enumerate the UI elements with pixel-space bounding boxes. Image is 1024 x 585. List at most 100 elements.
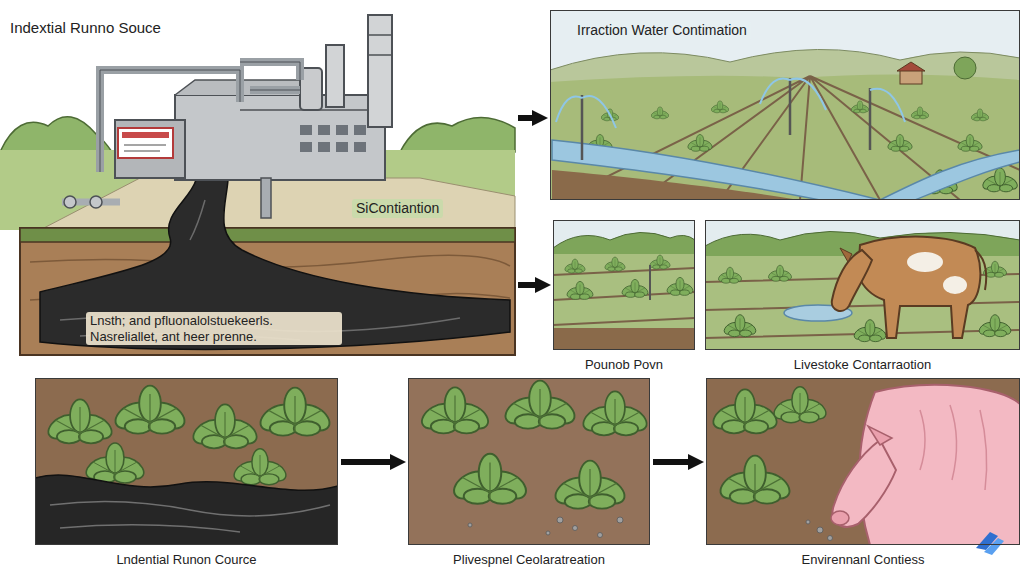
- factory-scene-part-part: [318, 142, 330, 152]
- irrigation-scene-part: [900, 70, 922, 84]
- pig-scene-part: [716, 456, 794, 504]
- illustration-panel: Pounob Povn: [553, 220, 695, 350]
- irrigation-scene-part: [552, 170, 800, 200]
- factory-scene-part: [261, 178, 271, 218]
- pig-scene-part: [709, 389, 780, 433]
- logo-mark: [976, 532, 1004, 555]
- livestock-scene-part: [840, 248, 852, 262]
- factory-scene-part-part: [354, 142, 366, 152]
- irrigation-scene-part-part: [970, 109, 989, 121]
- livestock-scene-part: [705, 220, 1020, 350]
- field-scene-part: [620, 279, 649, 297]
- illustration-panel: Irraction Water Contimation: [550, 10, 1020, 200]
- factory-scene-part-part: [300, 142, 312, 152]
- field-scene-part: [553, 220, 695, 350]
- panel-caption: Plivespnel Ceolaratreation: [409, 552, 649, 568]
- panel-caption: Pounob Povn: [554, 357, 694, 373]
- irrigation-scene-part: [552, 140, 880, 200]
- plant-scene-part-part: [598, 533, 603, 538]
- factory-scene-part: [64, 196, 76, 208]
- pig-scene-part: [771, 387, 829, 423]
- livestock-scene-part: [832, 250, 872, 311]
- soil-scene-part: [35, 475, 338, 545]
- factory-scene-part: [100, 62, 300, 172]
- plant-scene-part-part: [546, 531, 550, 535]
- field-scene: [553, 220, 695, 350]
- pig-scene-part: [831, 511, 849, 525]
- field-scene-part: [565, 281, 594, 299]
- factory-scene-part: [368, 15, 392, 127]
- factory-scene-part: [100, 62, 300, 172]
- factory-scene-part: [400, 117, 515, 152]
- irrigation-scene-part: [954, 57, 976, 79]
- logo-mark-part: [984, 538, 1004, 555]
- livestock-scene-part: [858, 237, 980, 338]
- field-scene-part: [604, 257, 627, 271]
- plant-scene-part: [408, 378, 650, 545]
- field-scene-part: [553, 254, 695, 350]
- irrigation-scene-part-part: [910, 107, 929, 119]
- factory-scene-part-part: [336, 142, 348, 152]
- irrigation-scene-part-part: [956, 134, 983, 151]
- irrigation-scene-part: [556, 78, 905, 128]
- livestock-scene-part: [907, 252, 943, 272]
- plant-scene-part-part: [573, 526, 578, 531]
- soil-scene-part: [256, 388, 334, 436]
- irrigation-scene-part: [880, 150, 1020, 200]
- factory-scene-part: [124, 145, 166, 151]
- factory-scene-part: [40, 180, 510, 349]
- source-panel: Indextial Runno SouceSiContiantionLnsth;…: [0, 0, 515, 355]
- factory-scene-part-part: [318, 125, 330, 135]
- irrigation-scene: [550, 10, 1020, 200]
- livestock-scene-part: [943, 276, 967, 294]
- plant-scene-part: [551, 461, 629, 509]
- irrigation-scene-part: [897, 62, 925, 71]
- field-scene-part: [553, 232, 695, 256]
- pig-scene-part-part: [817, 527, 823, 533]
- factory-scene-part-part: [300, 125, 312, 135]
- livestock-scene-part: [852, 320, 888, 342]
- factory-scene-part: [326, 45, 344, 107]
- illustration-panel: Envirennanl Contiess: [706, 378, 1020, 545]
- plant-scene-part: [418, 387, 493, 433]
- factory-scene-part: [175, 95, 385, 180]
- soil-scene-part: [44, 399, 115, 443]
- irrigation-scene-part: [582, 78, 870, 160]
- flow-arrow: [518, 115, 540, 121]
- panel-caption: Envirennanl Contiess: [707, 552, 1019, 568]
- factory-scene-part-part: [354, 125, 366, 135]
- panel-title: Irraction Water Contimation: [573, 21, 751, 40]
- plant-scene-part: [579, 391, 650, 435]
- panel-title: Indextial Runno Souce: [10, 19, 161, 37]
- factory-scene-part: [300, 125, 366, 152]
- irrigation-scene-part-part: [650, 107, 669, 119]
- panel-caption: Livestoke Contarraotion: [706, 357, 1019, 373]
- livestock-scene-part: [767, 265, 793, 281]
- pig-scene: [706, 378, 1020, 545]
- irrigation-scene-part-part: [850, 101, 869, 113]
- soil-scene-part: [83, 443, 148, 483]
- soil-scene-part: [231, 449, 289, 485]
- pig-scene-part-part: [828, 536, 833, 541]
- factory-scene-part: [175, 80, 385, 110]
- illustration-panel: Plivespnel Ceolaratreation: [408, 378, 650, 545]
- flow-arrow: [341, 459, 398, 465]
- plant-scene: [408, 378, 650, 545]
- plant-scene-part-part: [468, 523, 472, 527]
- pig-scene-part: [806, 520, 833, 541]
- field-scene-part: [665, 277, 694, 295]
- soil-scene-part: [111, 386, 189, 434]
- factory-scene-part: [115, 120, 185, 178]
- livestock-scene-part: [717, 267, 743, 283]
- plant-scene-part: [468, 517, 623, 538]
- plant-scene-part: [449, 454, 530, 504]
- factory-scene-part: [368, 35, 392, 55]
- factory-scene-part: [90, 196, 102, 208]
- factory-scene-part: [40, 178, 515, 230]
- pig-scene-part: [868, 426, 892, 445]
- plant-scene-part-part: [617, 517, 623, 523]
- soil-scene-part: [35, 378, 338, 545]
